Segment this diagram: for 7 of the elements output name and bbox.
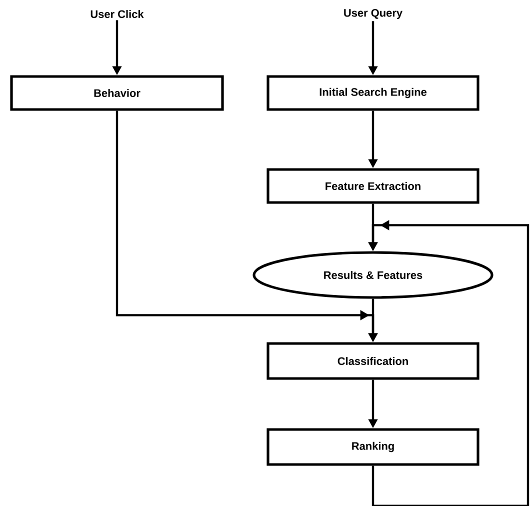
process-box: Classification <box>266 342 480 380</box>
process-box: Ranking <box>266 428 480 466</box>
process-box: Feature Extraction <box>266 168 480 204</box>
input-label: User Query <box>344 9 402 19</box>
input-label: User Click <box>90 10 144 18</box>
process-box: Initial Search Engine <box>266 75 480 111</box>
process-box: Behavior <box>10 75 224 111</box>
